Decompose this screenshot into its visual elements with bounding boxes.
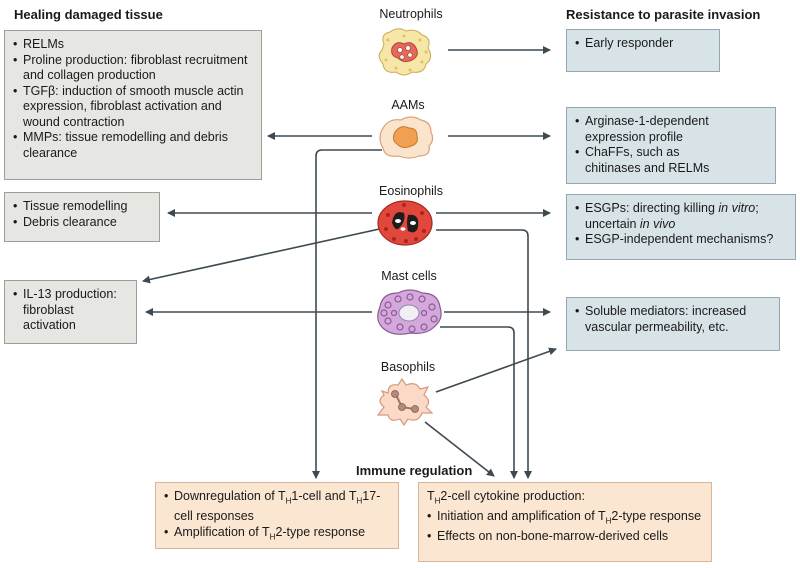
aam-icon: [379, 116, 434, 159]
box-il13: IL-13 production: fibroblast activation: [4, 280, 137, 344]
label-mast-cells: Mast cells: [381, 269, 437, 283]
list-item: Debris clearance: [13, 215, 151, 231]
neutrophil-icon: [378, 28, 432, 76]
label-neutrophils: Neutrophils: [379, 7, 443, 21]
list-item: Downregulation of TH1-cell and TH17-cell…: [164, 489, 390, 525]
list-item: Initiation and amplification of TH2-type…: [427, 509, 703, 529]
arrow-eos-down: [436, 229, 532, 479]
basophil-icon: [376, 377, 434, 427]
list-item: Amplification of TH2-type response: [164, 525, 390, 545]
box-aams-resistance: Arginase-1-dependent expression profile …: [566, 107, 776, 184]
arrow-aams-down: [312, 149, 382, 479]
box-eos-resistance: ESGPs: directing killing in vitro; uncer…: [566, 194, 796, 260]
list-item: MMPs: tissue remodelling and debris clea…: [13, 130, 253, 161]
list-item: ChaFFs, such as chitinases and RELMs: [575, 145, 735, 176]
list-item: Soluble mediators: increased vascular pe…: [575, 304, 771, 335]
box-aams-healing: RELMs Proline production: fibroblast rec…: [4, 30, 262, 180]
arrow-baso-up: [435, 347, 557, 393]
list-item: RELMs: [13, 37, 253, 53]
box-immune-left: Downregulation of TH1-cell and TH17-cell…: [155, 482, 399, 549]
list-item: ESGP-independent mechanisms?: [575, 232, 787, 248]
list-item: IL-13 production: fibroblast activation: [13, 287, 119, 334]
header-resistance: Resistance to parasite invasion: [566, 7, 761, 22]
immune-right-title: TH2-cell cytokine production:: [427, 489, 585, 506]
list-item: Effects on non-bone-marrow-derived cells: [427, 529, 703, 545]
box-immune-right: TH2-cell cytokine production: Initiation…: [418, 482, 712, 562]
label-basophils: Basophils: [380, 360, 436, 374]
box-mast-resistance: Soluble mediators: increased vascular pe…: [566, 297, 780, 351]
list-item: Proline production: fibroblast recruitme…: [13, 53, 253, 84]
arrow-baso-down: [424, 421, 495, 477]
list-item: Early responder: [575, 36, 711, 52]
label-eosinophils: Eosinophils: [379, 184, 443, 198]
list-item: Arginase-1-dependent expression profile: [575, 114, 767, 145]
arrow-eos-il13: [142, 227, 385, 284]
list-item: Tissue remodelling: [13, 199, 151, 215]
header-immune-regulation: Immune regulation: [356, 463, 473, 478]
list-item: TGFβ: induction of smooth muscle actin e…: [13, 84, 253, 131]
arrow-mast-down: [440, 326, 518, 479]
mast-cell-icon: [377, 289, 442, 335]
list-item: ESGPs: directing killing in vitro; uncer…: [575, 201, 787, 232]
header-healing: Healing damaged tissue: [14, 7, 163, 22]
box-neut-resistance: Early responder: [566, 29, 720, 72]
label-aams: AAMs: [391, 98, 425, 112]
eosinophil-icon: [377, 200, 433, 246]
box-eos-healing: Tissue remodelling Debris clearance: [4, 192, 160, 242]
